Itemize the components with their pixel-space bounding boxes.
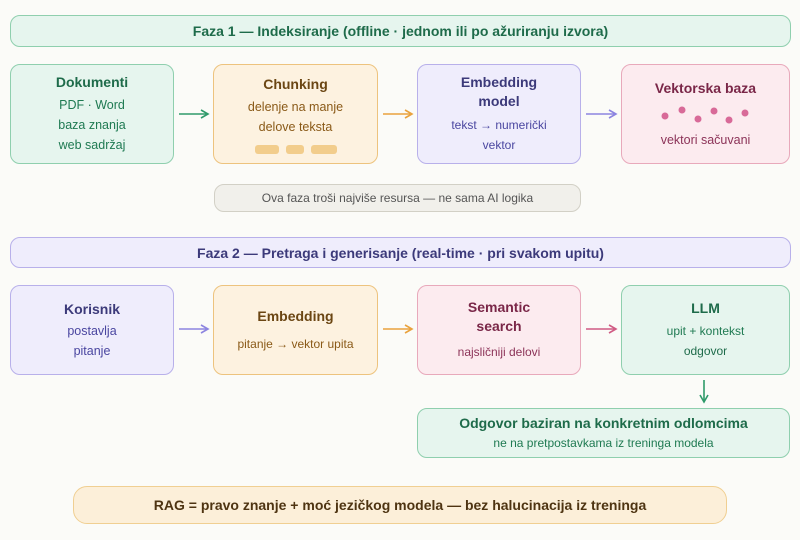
phase1-banner-text: Faza 1 — Indeksiranje (offline · jednom … bbox=[192, 23, 609, 39]
chunk-piece bbox=[254, 144, 279, 154]
llm-line-2: odgovor bbox=[683, 344, 728, 358]
chunk-piece bbox=[285, 144, 304, 154]
vector-dots-icon bbox=[661, 106, 748, 123]
embedding-model-title-1: Embedding bbox=[460, 74, 538, 90]
vector-dot bbox=[678, 106, 685, 113]
llm-title: LLM bbox=[691, 300, 720, 316]
user-line-1: postavlja bbox=[67, 323, 117, 338]
semantic-search-title-1: Semantic bbox=[467, 299, 531, 315]
chunking-line-1: delenje na manje bbox=[247, 99, 344, 114]
vector-dot bbox=[694, 115, 701, 122]
vector-db-caption: vektori sačuvani bbox=[660, 132, 751, 147]
embedding-caption: pitanje → vektor upita bbox=[237, 336, 354, 351]
phase1-note-text: Ova faza troši najviše resursa — ne sama… bbox=[261, 191, 534, 205]
phase2-banner: Faza 2 — Pretraga i generisanje (real-ti… bbox=[10, 237, 791, 268]
embedding-model-title-2: model bbox=[478, 93, 520, 109]
chunk-pieces bbox=[254, 144, 337, 154]
embedding-box: Embedding pitanje → vektor upita bbox=[213, 285, 378, 375]
user-line-2: pitanje bbox=[73, 343, 111, 358]
chunking-title: Chunking bbox=[263, 75, 328, 92]
answer-subtitle: ne na pretpostavkama iz treninga modela bbox=[493, 435, 714, 450]
vector-dot bbox=[725, 116, 732, 123]
documents-line-3: web sadržaj bbox=[58, 138, 126, 152]
documents-line-1: PDF · Word bbox=[59, 98, 125, 112]
documents-line-2: baza znanja bbox=[58, 118, 126, 132]
phase2-banner-text: Faza 2 — Pretraga i generisanje (real-ti… bbox=[197, 244, 604, 261]
vector-db-box: Vektorska baza vektori sačuvani bbox=[621, 64, 790, 164]
embedding-model-line-1: tekst → numerički bbox=[451, 118, 547, 132]
answer-title: Odgovor baziran na konkretnim odlomcima bbox=[459, 414, 748, 431]
chunking-box: Chunking delenje na manje delove teksta bbox=[213, 64, 378, 164]
user-box: Korisnik postavlja pitanje bbox=[10, 285, 174, 375]
phase1-banner: Faza 1 — Indeksiranje (offline · jednom … bbox=[10, 15, 791, 47]
vector-dot bbox=[661, 112, 668, 119]
llm-box: LLM upit + kontekst odgovor bbox=[621, 285, 790, 375]
answer-box: Odgovor baziran na konkretnim odlomcima … bbox=[417, 408, 790, 458]
chunk-piece bbox=[310, 144, 337, 154]
llm-line-1: upit + kontekst bbox=[666, 324, 745, 338]
user-title: Korisnik bbox=[63, 300, 120, 317]
vector-dot bbox=[741, 109, 748, 116]
semantic-search-box: Semantic search najsličniji delovi bbox=[417, 285, 581, 375]
summary-text: RAG = pravo znanje + moć jezičkog modela… bbox=[153, 497, 647, 513]
phase1-note: Ova faza troši najviše resursa — ne sama… bbox=[214, 184, 581, 212]
vector-dot bbox=[710, 107, 717, 114]
vector-db-title: Vektorska baza bbox=[654, 79, 757, 96]
summary-banner: RAG = pravo znanje + moć jezičkog modela… bbox=[73, 486, 727, 524]
documents-box: Dokumenti PDF · Word baza znanja web sad… bbox=[10, 64, 174, 164]
embedding-title: Embedding bbox=[257, 307, 334, 324]
documents-title: Dokumenti bbox=[55, 74, 129, 90]
chunking-line-2: delove teksta bbox=[258, 119, 333, 134]
embedding-model-box: Embedding model tekst → numerički vektor bbox=[417, 64, 581, 164]
semantic-search-caption: najsličniji delovi bbox=[457, 345, 541, 359]
embedding-model-line-2: vektor bbox=[482, 138, 516, 152]
semantic-search-title-2: search bbox=[476, 318, 522, 334]
